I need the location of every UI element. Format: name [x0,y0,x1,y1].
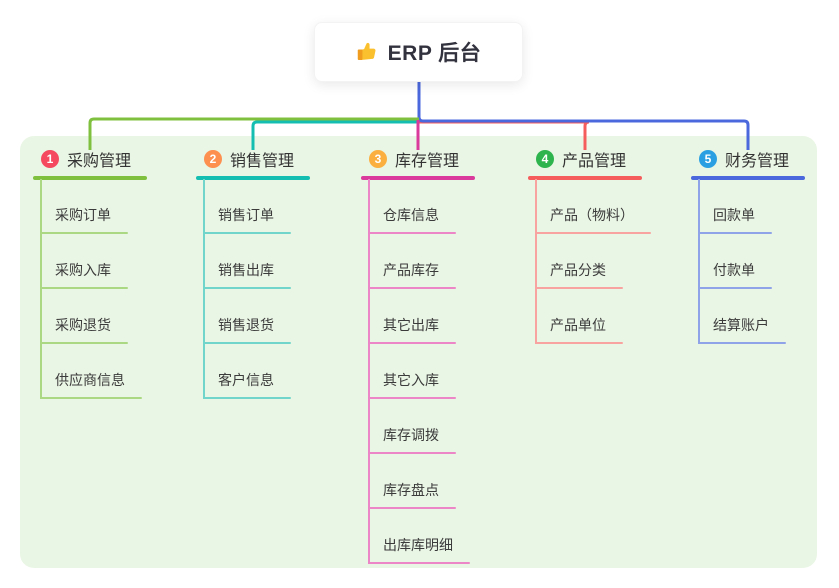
child-node[interactable]: 采购订单 [55,207,111,223]
branch-underline [33,176,147,180]
child-underline [368,507,456,509]
branch-label-text: 财务管理 [725,153,790,170]
branch-number-badge: 3 [369,150,387,168]
child-node[interactable]: 库存调拨 [383,427,439,443]
child-node[interactable]: 产品（物料） [550,207,634,223]
child-node[interactable]: 采购退货 [55,317,111,333]
child-node[interactable]: 销售订单 [218,207,274,223]
branch-label-text: 销售管理 [230,153,295,170]
child-node[interactable]: 采购入库 [55,262,111,278]
child-node[interactable]: 客户信息 [218,372,274,388]
child-underline [535,342,623,344]
child-underline [535,287,623,289]
child-node[interactable]: 出库库明细 [383,537,453,553]
child-node[interactable]: 其它出库 [383,317,439,333]
child-underline [40,397,142,399]
branch-underline [528,176,642,180]
child-underline [203,342,291,344]
child-underline [203,397,291,399]
child-underline [698,287,772,289]
child-underline [40,232,128,234]
child-underline [368,287,456,289]
child-underline [368,397,456,399]
branch-child-spine [40,179,42,399]
child-node[interactable]: 产品分类 [550,262,606,278]
branch-node-5[interactable]: 5 财务管理 [699,147,789,171]
branch-node-4[interactable]: 4 产品管理 [536,147,626,171]
branch-number-badge: 4 [536,150,554,168]
branch-child-spine [203,179,205,399]
child-underline [203,287,291,289]
child-underline [535,232,651,234]
branch-label-text: 产品管理 [562,153,627,170]
child-node[interactable]: 供应商信息 [55,372,125,388]
child-node[interactable]: 库存盘点 [383,482,439,498]
child-underline [698,342,786,344]
branch-underline [361,176,475,180]
branch-underline [691,176,805,180]
branch-number-badge: 1 [41,150,59,168]
branches-panel [20,136,817,568]
child-node[interactable]: 付款单 [713,262,755,278]
child-underline [368,342,456,344]
branch-number-badge: 2 [204,150,222,168]
child-underline [698,232,772,234]
thumbs-up-icon [356,41,378,63]
child-node[interactable]: 回款单 [713,207,755,223]
child-node[interactable]: 产品单位 [550,317,606,333]
child-node[interactable]: 仓库信息 [383,207,439,223]
child-underline [368,452,456,454]
child-node[interactable]: 产品库存 [383,262,439,278]
branch-label-text: 采购管理 [67,153,132,170]
branch-child-spine [368,179,370,564]
branch-child-spine [535,179,537,344]
branch-underline [196,176,310,180]
root-node[interactable]: ERP 后台 [314,22,523,82]
child-node[interactable]: 结算账户 [713,317,769,333]
branch-node-2[interactable]: 2 销售管理 [204,147,294,171]
child-node[interactable]: 销售出库 [218,262,274,278]
branch-number-badge: 5 [699,150,717,168]
child-underline [368,562,470,564]
child-node[interactable]: 销售退货 [218,317,274,333]
child-node[interactable]: 其它入库 [383,372,439,388]
child-underline [40,342,128,344]
branch-node-1[interactable]: 1 采购管理 [41,147,131,171]
child-underline [40,287,128,289]
child-underline [203,232,291,234]
child-underline [368,232,456,234]
branch-label-text: 库存管理 [395,153,460,170]
branch-child-spine [698,179,700,344]
root-title: ERP 后台 [387,42,482,65]
branch-node-3[interactable]: 3 库存管理 [369,147,459,171]
